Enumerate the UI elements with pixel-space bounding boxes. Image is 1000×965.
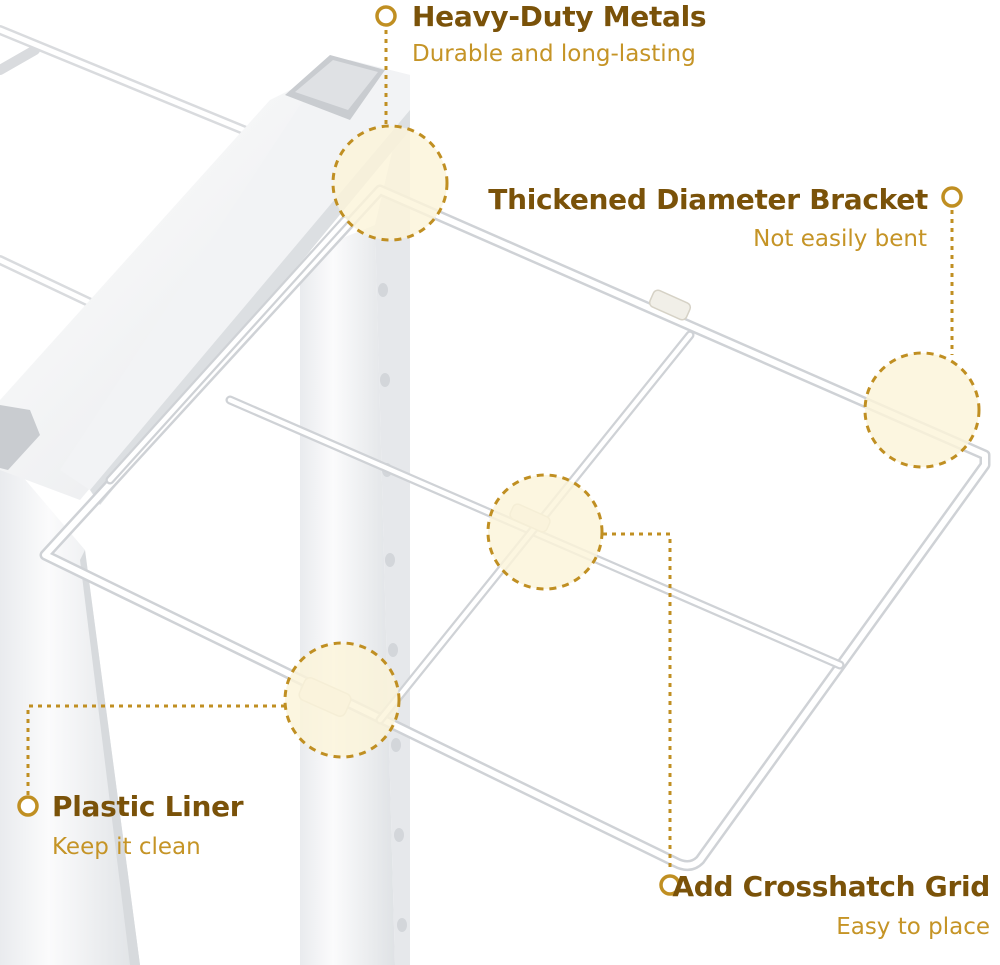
- right-post: [300, 75, 410, 965]
- end-cap-top: [285, 55, 385, 120]
- end-cap-left: [0, 405, 40, 470]
- highlight-circles: [283, 124, 981, 759]
- heavy-duty-metals-title: Heavy-Duty Metals: [412, 0, 707, 33]
- top-beam: [0, 60, 410, 505]
- leader-lines: [26, 30, 954, 870]
- heavy-duty-metals-subtitle: Durable and long-lasting: [412, 41, 696, 67]
- thickened-bracket-title: Thickened Diameter Bracket: [488, 183, 928, 216]
- marker-dots: [17, 5, 963, 896]
- thickened-bracket-subtitle: Not easily bent: [753, 226, 927, 252]
- crosshatch-grid-subtitle: Easy to place: [836, 914, 990, 940]
- left-post: [0, 450, 140, 965]
- plastic-liner-subtitle: Keep it clean: [52, 834, 201, 860]
- plastic-liner-title: Plastic Liner: [52, 790, 244, 823]
- crosshatch-grid-title: Add Crosshatch Grid: [672, 870, 990, 903]
